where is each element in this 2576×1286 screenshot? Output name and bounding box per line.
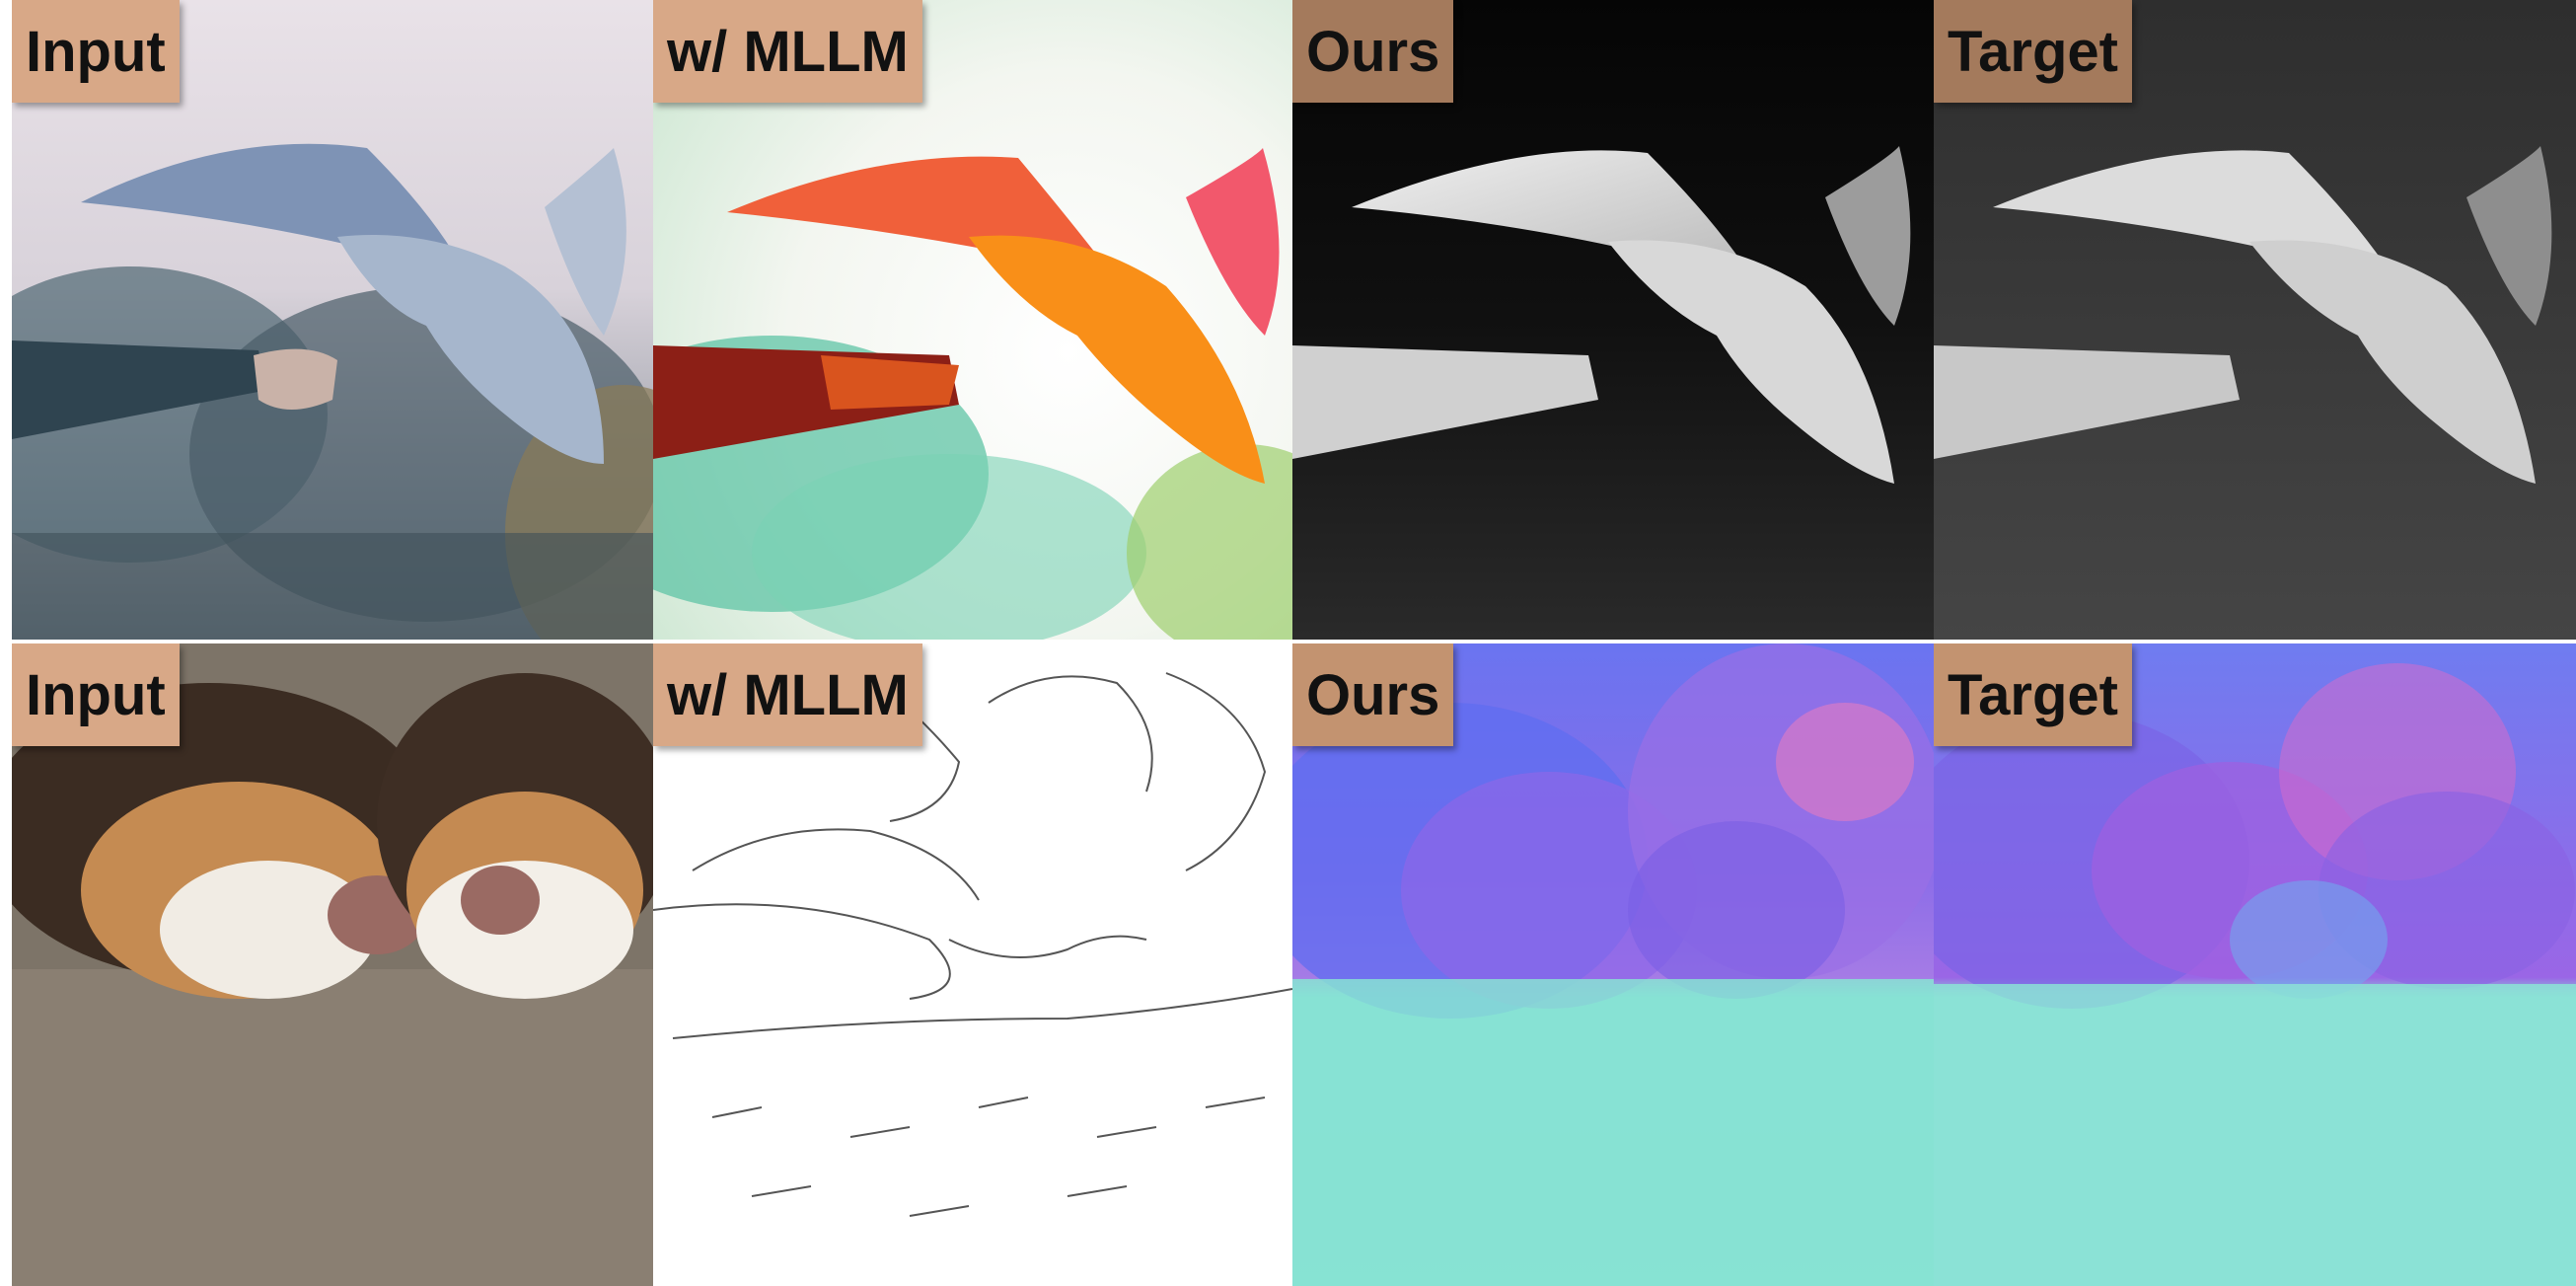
label-input-1: Input	[12, 0, 180, 103]
input-bird-image: Input	[12, 0, 653, 640]
ours-depth-image: Ours	[1292, 0, 1934, 640]
mllm-edge-image: w/ MLLM	[653, 643, 1292, 1286]
mllm-bird-image: w/ MLLM	[653, 0, 1292, 640]
label-target-1: Target	[1934, 0, 2132, 103]
input-puppies-image: Input	[12, 643, 653, 1286]
target-normal-image: Target	[1934, 643, 2576, 1286]
label-mllm-2: w/ MLLM	[653, 643, 922, 746]
label-mllm-1: w/ MLLM	[653, 0, 922, 103]
ours-normal-image: Ours	[1292, 643, 1934, 1286]
label-ours-2: Ours	[1292, 643, 1454, 746]
label-input-2: Input	[12, 643, 180, 746]
label-target-2: Target	[1934, 643, 2132, 746]
label-ours-1: Ours	[1292, 0, 1454, 103]
target-depth-image: Target	[1934, 0, 2576, 640]
